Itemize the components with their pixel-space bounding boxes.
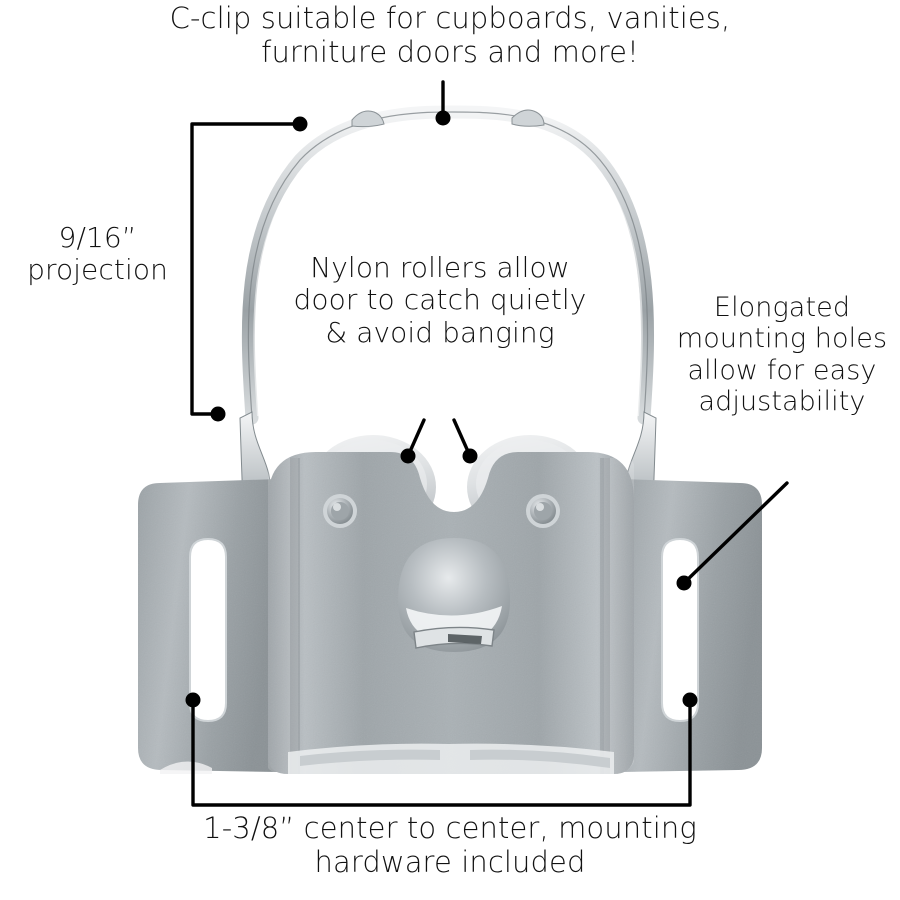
leader-dot-ctc-right	[682, 692, 698, 708]
callout-center-to-center-text: 1-3/8” center to center, mounting hardwa…	[203, 811, 697, 879]
leader-dot-projection-bottom	[210, 406, 226, 422]
mounting-wing-right	[622, 479, 762, 772]
leader-dot-roller-right	[462, 448, 478, 464]
leader-lines	[185, 80, 789, 807]
leader-elongated-holes	[682, 481, 789, 585]
leader-dot-projection-top	[292, 116, 308, 132]
mounting-slot-left	[190, 539, 226, 721]
leader-projection	[190, 122, 302, 416]
rivet-right	[526, 494, 560, 528]
leader-dot-elongated-holes	[676, 575, 692, 591]
callout-nylon-rollers-text: Nylon rollers allow door to catch quietl…	[293, 251, 587, 349]
rivet-left	[323, 494, 357, 528]
callout-top-text: C-clip suitable for cupboards, vanities,…	[169, 1, 731, 69]
center-dome	[398, 538, 510, 652]
mounting-wing-left	[138, 479, 278, 774]
callout-projection-text: 9/16” projection	[27, 221, 168, 287]
leader-dot-top	[435, 110, 451, 126]
callout-elongated-holes-text: Elongated mounting holes allow for easy …	[676, 292, 888, 417]
leader-dot-ctc-left	[185, 692, 201, 708]
leader-dot-roller-left	[400, 448, 416, 464]
bracket-body	[268, 452, 634, 774]
leader-center-to-center	[191, 698, 692, 807]
